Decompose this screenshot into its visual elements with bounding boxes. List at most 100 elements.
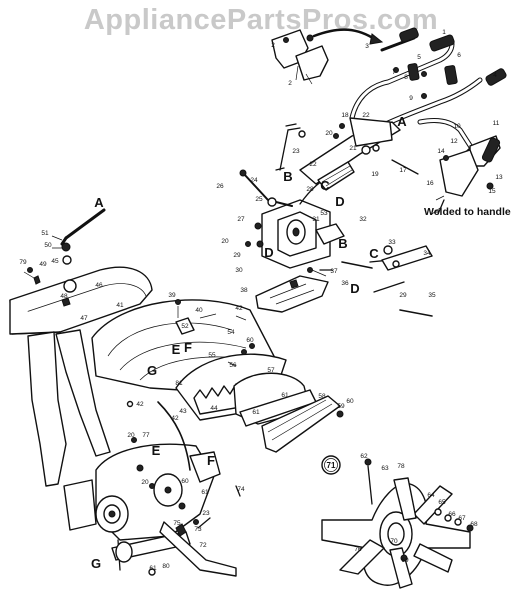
connection-letter: G — [147, 363, 157, 378]
part-number-label: 37 — [330, 268, 338, 275]
part-number-label: 29 — [399, 292, 407, 299]
connection-letter: G — [91, 556, 101, 571]
part-number-label: 27 — [237, 216, 245, 223]
part-number-label: 60 — [181, 478, 189, 485]
part-number-label: 78 — [397, 463, 405, 470]
part-number-label: 35 — [428, 292, 436, 299]
part-number-label: 39 — [168, 292, 176, 299]
part-number-label: 68 — [470, 521, 478, 528]
tine-hood-arcs — [91, 299, 344, 453]
reference-marker: 71 — [321, 455, 341, 475]
connection-letter: A — [94, 195, 104, 210]
part-number-label: 67 — [458, 515, 466, 522]
part-number-label: 9 — [409, 95, 413, 102]
connection-letter: D — [350, 281, 359, 296]
part-number-label: 29 — [233, 252, 241, 259]
connection-letter: A — [397, 114, 407, 129]
part-number-label: 58 — [318, 393, 326, 400]
part-number-label: 25 — [255, 196, 263, 203]
part-number-label: 60 — [346, 398, 354, 405]
welded-to-handle-caption: Welded to handle — [424, 206, 511, 218]
part-number-label: 5 — [417, 54, 421, 61]
reference-marker-label: 71 — [327, 461, 336, 470]
part-number-label: 38 — [240, 287, 248, 294]
part-number-label: 20 — [325, 130, 333, 137]
part-number-label: 6 — [457, 52, 461, 59]
part-number-label: 30 — [235, 267, 243, 274]
part-number-label: 65 — [438, 499, 446, 506]
part-number-label: 33 — [388, 239, 396, 246]
part-number-label: 46 — [95, 282, 103, 289]
part-number-label: 2 — [271, 42, 275, 49]
part-number-label: 23 — [202, 510, 210, 517]
part-number-label: 43 — [179, 408, 187, 415]
part-number-label: 12 — [450, 138, 458, 145]
part-number-label: 57 — [267, 367, 275, 374]
part-number-label: 53 — [320, 210, 328, 217]
transmission-case — [63, 437, 241, 577]
part-number-label: 76 — [354, 546, 362, 553]
part-number-label: 81 — [175, 380, 183, 387]
part-number-label: 56 — [229, 362, 237, 369]
part-number-label: 49 — [39, 261, 47, 268]
connection-letter: D — [335, 194, 344, 209]
part-number-label: 62 — [360, 453, 368, 460]
part-number-label: 47 — [80, 315, 88, 322]
part-number-label: 40 — [195, 307, 203, 314]
part-number-label: 55 — [208, 352, 216, 359]
part-number-label: 70 — [390, 538, 398, 545]
part-number-label: 69 — [401, 557, 409, 564]
part-number-label: 21 — [349, 145, 357, 152]
part-number-label: 31 — [312, 216, 320, 223]
part-number-label: 66 — [448, 511, 456, 518]
part-number-label: 63 — [381, 465, 389, 472]
connection-letter: B — [283, 169, 292, 184]
part-number-label: 61 — [252, 409, 260, 416]
part-number-label: 18 — [341, 112, 349, 119]
part-number-label: 60 — [246, 337, 254, 344]
connection-letter: C — [320, 178, 330, 193]
part-number-label: 23 — [292, 148, 300, 155]
part-number-label: 14 — [437, 148, 445, 155]
part-number-label: 13 — [495, 174, 503, 181]
part-number-label: 54 — [227, 329, 235, 336]
connection-letter: F — [207, 453, 215, 468]
part-number-label: 4 — [493, 72, 497, 79]
part-number-label: 7 — [392, 69, 396, 76]
part-number-label: 79 — [19, 259, 27, 266]
part-number-label: 3 — [365, 43, 369, 50]
part-number-label: 42 — [136, 401, 144, 408]
part-number-label: 36 — [341, 280, 349, 287]
part-number-label: 44 — [210, 405, 218, 412]
part-number-label: 20 — [221, 238, 229, 245]
belt-cover — [255, 275, 329, 313]
part-number-label: 61 — [281, 392, 289, 399]
tine-shield — [9, 266, 153, 487]
part-number-label: 48 — [60, 293, 68, 300]
upper-bracket — [271, 27, 419, 85]
part-number-label: 45 — [51, 258, 59, 265]
part-number-label: 20 — [127, 432, 135, 439]
part-number-label: 15 — [488, 188, 496, 195]
part-number-label: 51 — [41, 230, 49, 237]
connection-letter: E — [152, 443, 161, 458]
part-number-label: 2 — [288, 80, 292, 87]
part-number-label: 74 — [237, 486, 245, 493]
hitch-rod — [51, 208, 106, 265]
part-number-label: 80 — [162, 563, 170, 570]
part-number-label: 61 — [201, 489, 209, 496]
center-bracket — [239, 161, 433, 317]
part-number-label: 1 — [442, 29, 446, 36]
part-number-label: 41 — [116, 302, 124, 309]
part-number-label: 61 — [149, 565, 157, 572]
part-number-label: 42 — [171, 415, 179, 422]
part-number-label: 42 — [235, 305, 243, 312]
part-number-label: 24 — [250, 177, 258, 184]
part-number-label: 50 — [44, 242, 52, 249]
part-number-label: 11 — [493, 120, 500, 127]
part-number-label: 75 — [173, 520, 181, 527]
part-number-label: 20 — [141, 479, 149, 486]
